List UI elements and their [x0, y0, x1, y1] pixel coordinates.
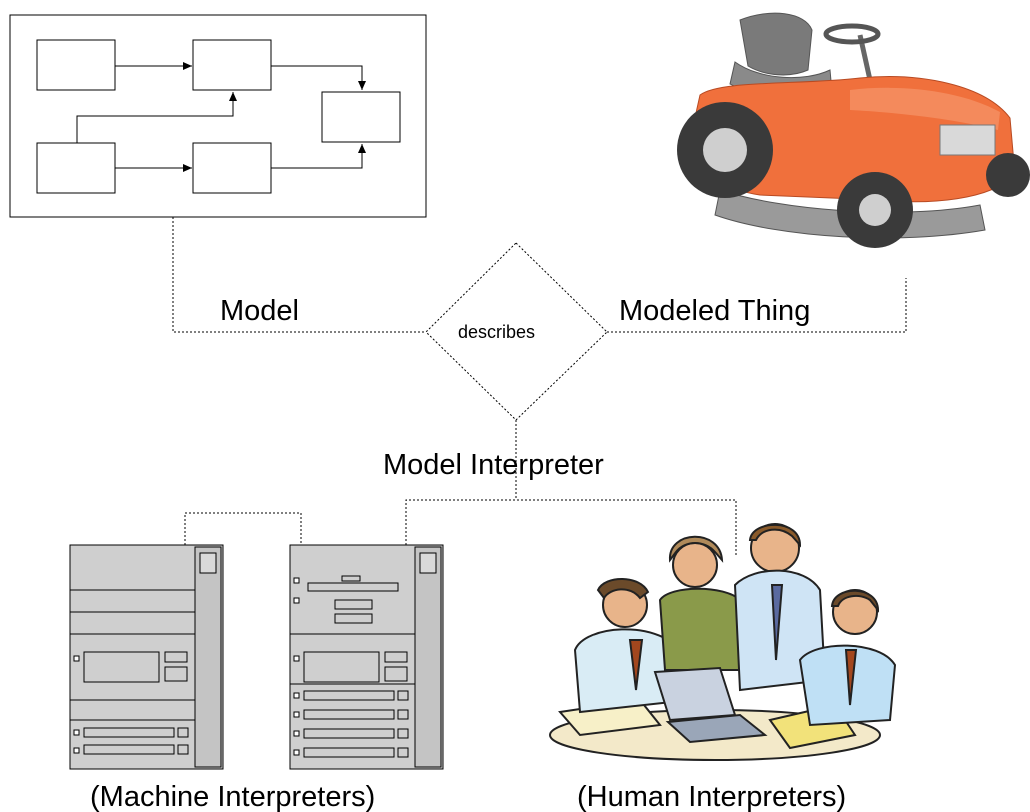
model-label: Model: [220, 295, 299, 327]
diagram-block: [192, 142, 272, 194]
modeled-thing-label: Modeled Thing: [619, 295, 810, 327]
connector-lines: [172, 217, 907, 555]
human-interpreters-label: (Human Interpreters): [577, 781, 846, 812]
diagram-block: [36, 39, 116, 91]
people-meeting-icon: [549, 523, 897, 761]
computer-tower-icon: [289, 544, 444, 770]
diagram-arrow: [271, 65, 366, 90]
machine-link: [184, 512, 302, 545]
diagram-arrow: [271, 144, 366, 169]
interpreter-branch: [405, 499, 737, 555]
describes-label: describes: [458, 322, 535, 342]
computer-tower-icon: [69, 544, 224, 770]
diagram-block: [36, 142, 116, 194]
diagram-block: [192, 39, 272, 91]
machine-interpreters-label: (Machine Interpreters): [90, 781, 375, 812]
lawn-tractor-icon: [677, 12, 1030, 248]
block-diagram-icon: [9, 14, 427, 218]
describes-diamond: [425, 242, 608, 421]
model-interpreter-label: Model Interpreter: [383, 449, 604, 481]
model-connector: [172, 217, 426, 333]
diagram-block: [321, 91, 401, 143]
diagram-arrow: [76, 92, 237, 143]
